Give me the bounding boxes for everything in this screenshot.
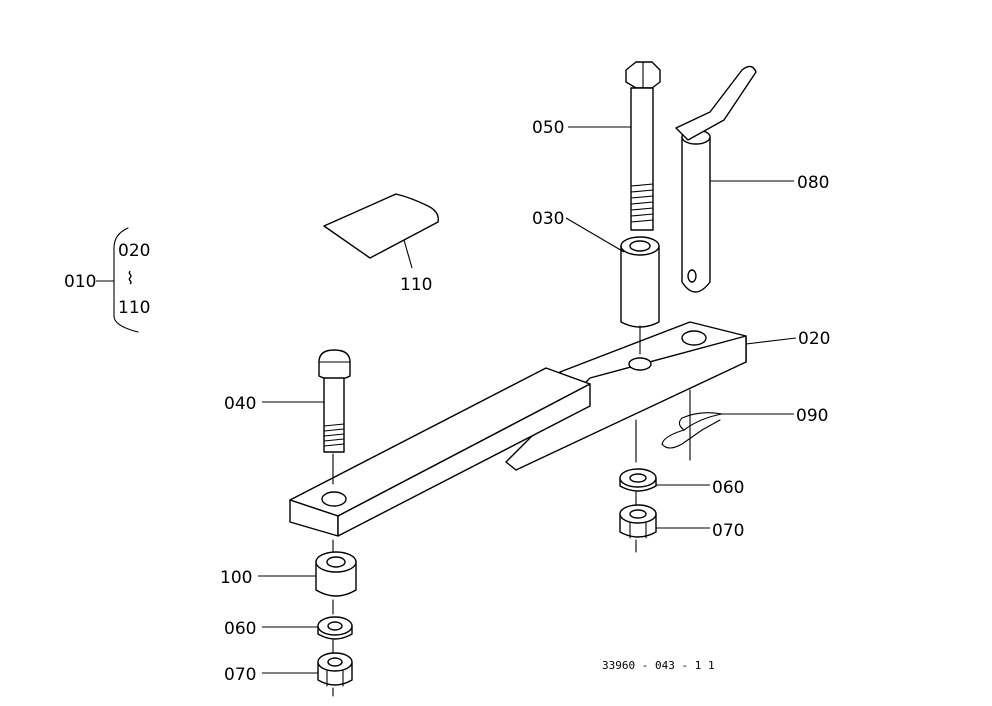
clip-090 <box>661 412 794 449</box>
label-sheet-110 <box>323 193 439 269</box>
label-060-lower: 060 <box>224 619 256 639</box>
spacer-100 <box>258 551 357 597</box>
label-020-kit: 020 <box>118 241 150 261</box>
label-110: 110 <box>400 275 432 295</box>
label-110-kit: 110 <box>118 298 150 318</box>
label-090: 090 <box>796 406 828 426</box>
bolt-040 <box>262 349 351 453</box>
label-030: 030 <box>532 209 564 229</box>
center-lines <box>332 325 691 697</box>
label-100: 100 <box>220 568 252 588</box>
nut-070-right <box>619 504 710 539</box>
label-040: 040 <box>224 394 256 414</box>
drawbar-020 <box>289 321 797 537</box>
label-010: 010 <box>64 272 96 292</box>
drawing-code: 33960 - 043 - 1 1 <box>602 659 715 672</box>
washer-060-right <box>619 468 710 492</box>
label-050: 050 <box>532 118 564 138</box>
label-060-right: 060 <box>712 478 744 498</box>
washer-060-lower <box>262 616 353 640</box>
bolt-050 <box>568 61 661 231</box>
label-070-lower: 070 <box>224 665 256 685</box>
nut-070-lower <box>262 652 353 687</box>
label-080: 080 <box>797 173 829 193</box>
kit-bracket <box>96 227 139 333</box>
label-020: 020 <box>798 329 830 349</box>
range-mark: ⌇ <box>126 269 134 289</box>
label-070-right: 070 <box>712 521 744 541</box>
collar-030 <box>565 217 660 328</box>
pin-080 <box>675 65 794 293</box>
